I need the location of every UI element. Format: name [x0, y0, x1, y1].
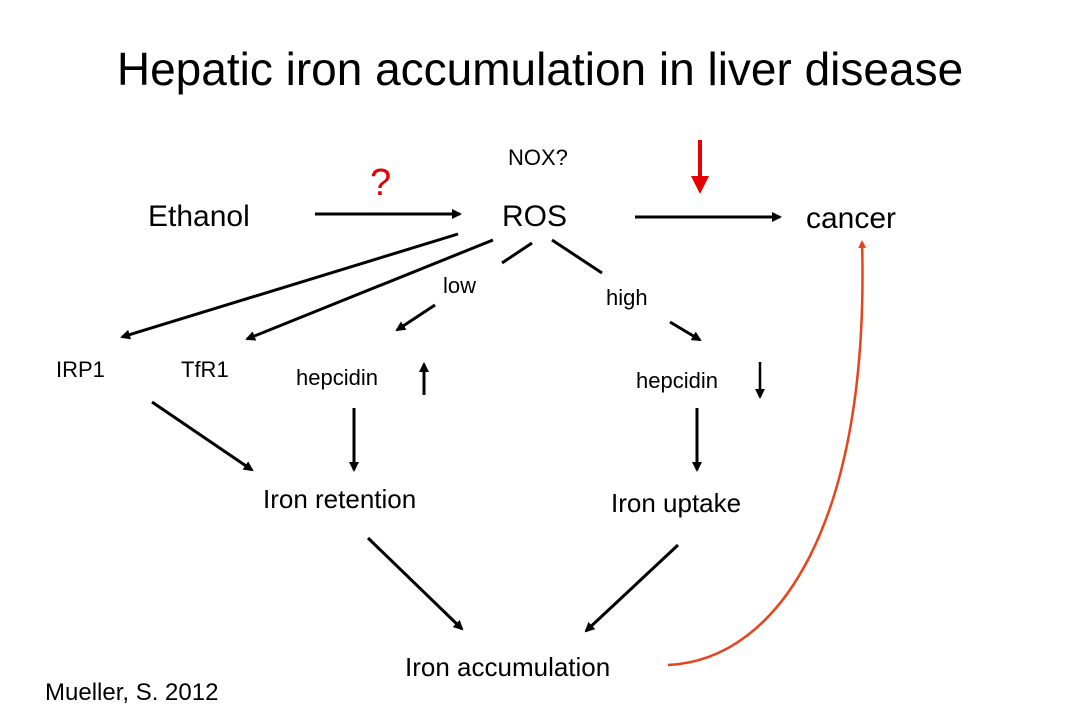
label-low: low: [443, 273, 476, 298]
node-tfr1: TfR1: [181, 357, 229, 382]
node-iron-retention: Iron retention: [263, 484, 416, 514]
line-ros-low: [501, 241, 533, 265]
curve-accumulation-cancer: [667, 240, 867, 667]
arrow-high-hepcidin: [669, 320, 702, 342]
node-iron-accumulation: Iron accumulation: [405, 652, 610, 682]
node-hepcidin-down: hepcidin: [636, 368, 718, 393]
slide-title: Hepatic iron accumulation in liver disea…: [117, 43, 963, 95]
node-iron-uptake: Iron uptake: [611, 488, 741, 518]
arrow-ros-irp1: [120, 232, 459, 340]
node-ethanol: Ethanol: [148, 200, 250, 233]
node-irp1: IRP1: [56, 357, 105, 382]
node-ros: ROS: [502, 200, 567, 233]
node-hepcidin-up: hepcidin: [296, 365, 378, 390]
arrow-retention-accumulation: [366, 536, 464, 631]
label-high: high: [606, 285, 648, 310]
arrow-uptake-accumulation: [584, 543, 680, 633]
arrow-irp1-retention: [151, 400, 254, 472]
arrow-ros-tfr1: [245, 238, 494, 341]
question-mark: ?: [370, 162, 391, 204]
label-nox: NOX?: [508, 145, 568, 170]
arrow-low-hepcidin: [395, 303, 436, 332]
line-ros-high: [551, 238, 603, 275]
node-cancer: cancer: [806, 202, 896, 235]
citation: Mueller, S. 2012: [45, 679, 218, 706]
